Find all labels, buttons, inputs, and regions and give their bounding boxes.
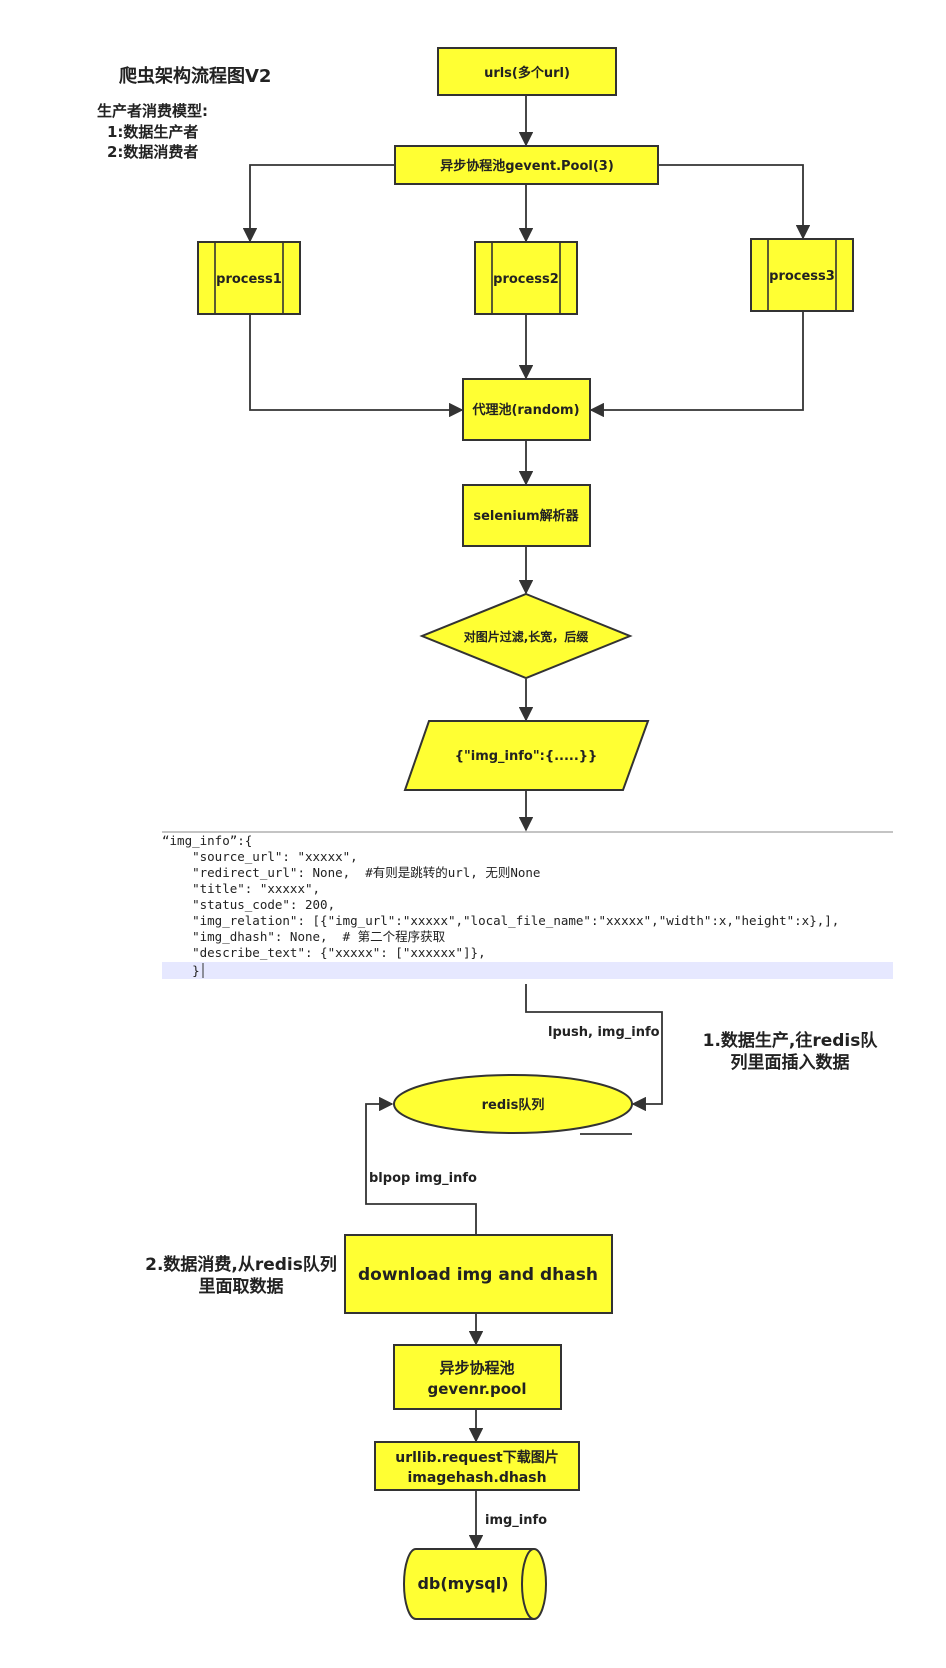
node-gevent-pool-2-line1: 异步协程池	[439, 1359, 514, 1377]
consumer-note-line2: 里面取数据	[199, 1276, 284, 1297]
node-redis-queue-label: redis队列	[482, 1097, 545, 1113]
node-filter: 对图片过滤,长宽，后缀	[419, 592, 633, 680]
node-urls: urls(多个url)	[437, 47, 617, 96]
producer-note-line1: 1.数据生产,往redis队	[703, 1030, 879, 1051]
code-line-8: "describe_text": {"xxxxx": ["xxxxxx"]},	[162, 945, 486, 960]
node-img-info-label: {"img_info":{.....}}	[455, 749, 598, 764]
code-block: “img_info”:{ "source_url": "xxxxx", "red…	[162, 831, 893, 979]
edge-code-redis	[525, 984, 663, 1112]
node-process3-label: process3	[769, 269, 835, 284]
node-gevent-pool: 异步协程池gevent.Pool(3)	[394, 145, 659, 185]
consumer-note-line1: 2.数据消费,从redis队列	[145, 1254, 337, 1275]
edge-label-lpush: lpush, img_info	[548, 1025, 660, 1040]
model-step-2: 2:数据消费者	[107, 143, 198, 161]
edge-process3-proxy	[589, 312, 804, 418]
node-process1-label: process1	[216, 272, 282, 287]
node-urllib-line1: urllib.request下载图片	[395, 1449, 559, 1466]
code-line-7: "img_dhash": None, # 第二个程序获取	[162, 929, 446, 944]
node-download: download img and dhash	[344, 1234, 613, 1314]
node-gevent-pool-label: 异步协程池gevent.Pool(3)	[440, 158, 614, 174]
node-proxy-pool: 代理池(random)	[462, 378, 591, 441]
node-filter-label: 对图片过滤,长宽，后缀	[464, 629, 590, 644]
node-db-mysql-label: db(mysql)	[417, 1574, 508, 1593]
node-gevent-pool-2-line2: gevenr.pool	[428, 1380, 527, 1398]
code-line-1: “img_info”:{	[162, 833, 252, 848]
node-urllib: urllib.request下载图片 imagehash.dhash	[374, 1441, 580, 1491]
code-line-2: "source_url": "xxxxx",	[162, 849, 358, 864]
node-proxy-pool-label: 代理池(random)	[471, 402, 579, 418]
code-line-9: }	[162, 963, 200, 978]
node-selenium-label: selenium解析器	[473, 508, 579, 524]
edge-process1-proxy	[249, 314, 464, 418]
edge-pool-process3	[658, 164, 811, 240]
node-selenium: selenium解析器	[462, 484, 591, 547]
node-redis-queue: redis队列	[393, 1074, 633, 1134]
edge-label-blpop: blpop img_info	[369, 1171, 477, 1186]
node-gevent-pool-2: 异步协程池 gevenr.pool	[393, 1344, 562, 1410]
model-title: 生产者消费模型:	[97, 102, 208, 120]
producer-note-line2: 列里面插入数据	[731, 1052, 850, 1073]
model-step-1: 1:数据生产者	[107, 123, 198, 141]
node-urls-label: urls(多个url)	[484, 65, 570, 81]
node-process3: process3	[750, 238, 854, 312]
code-line-5: "status_code": 200,	[162, 897, 335, 912]
node-process1: process1	[197, 241, 301, 315]
edge-download-redis	[365, 1096, 477, 1234]
edge-pool-process1	[242, 164, 395, 243]
node-urllib-line2: imagehash.dhash	[407, 1470, 546, 1486]
node-db-mysql: db(mysql)	[403, 1548, 547, 1620]
code-line-4: "title": "xxxxx",	[162, 881, 320, 896]
diagram-title: 爬虫架构流程图V2	[119, 65, 271, 87]
code-line-6: "img_relation": [{"img_url":"xxxxx","loc…	[162, 913, 839, 928]
edge-label-img-info: img_info	[485, 1513, 547, 1528]
node-img-info: {"img_info":{.....}}	[403, 720, 650, 791]
node-process2-label: process2	[493, 272, 559, 287]
node-download-label: download img and dhash	[358, 1265, 598, 1285]
code-line-3: "redirect_url": None, #有则是跳转的url, 无则None	[162, 865, 540, 880]
node-process2: process2	[474, 241, 578, 315]
